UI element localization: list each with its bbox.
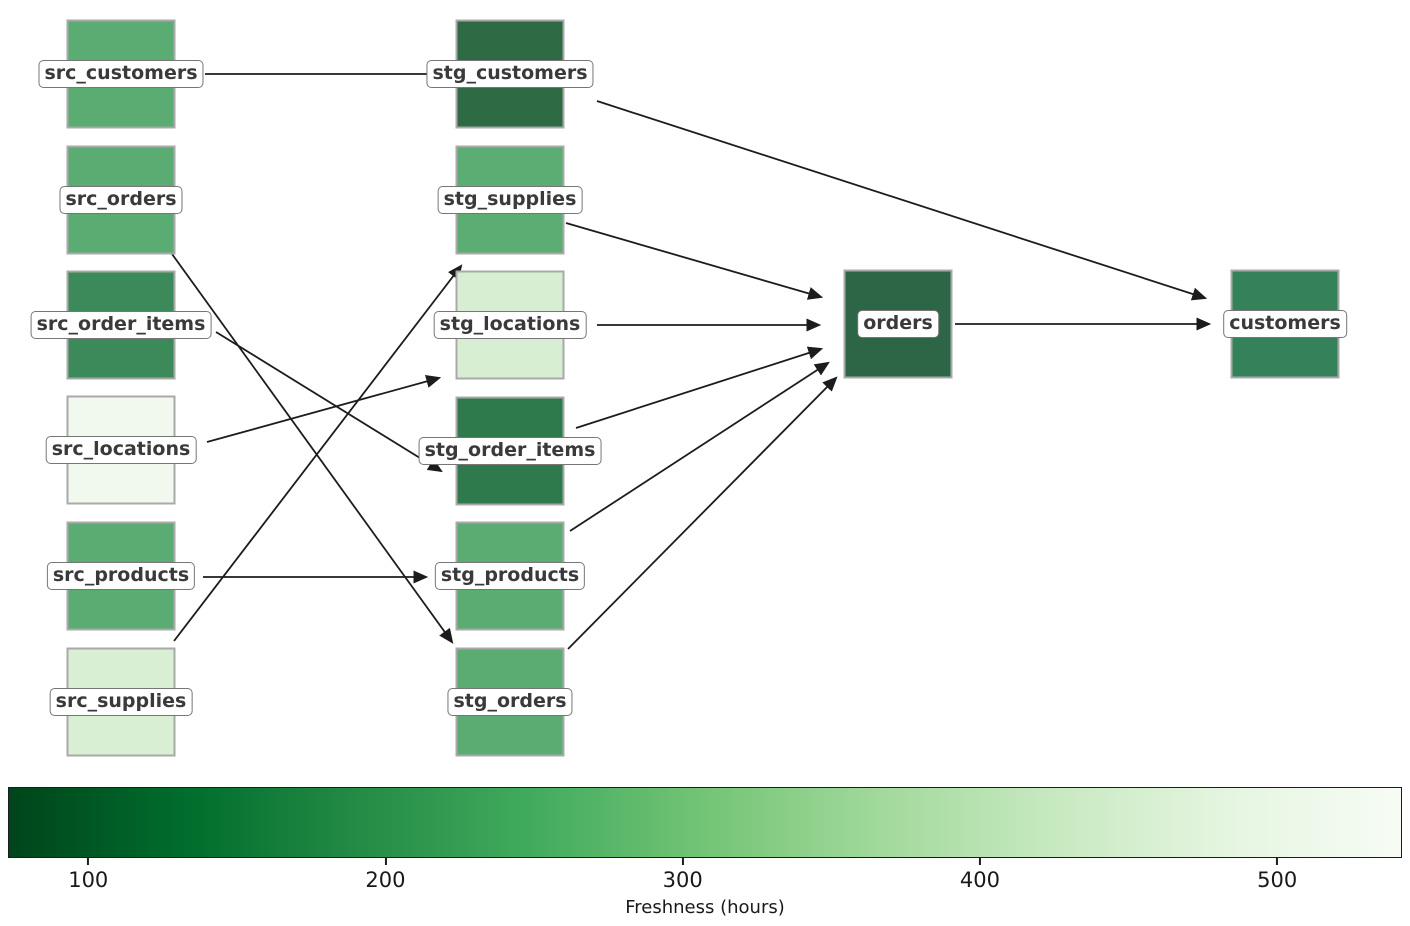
node-label-stg_orders: stg_orders [447, 688, 573, 716]
node-label-src_locations: src_locations [45, 436, 197, 464]
colorbar-axis-label: Freshness (hours) [625, 897, 785, 918]
colorbar-tick-100: 100 [68, 858, 108, 892]
edge-src_order_items-to-stg_order_items [215, 331, 443, 473]
edge-stg_customers-to-customers [596, 100, 1208, 301]
colorbar-tick-500: 500 [1257, 858, 1297, 892]
tick-label: 200 [365, 868, 406, 892]
colorbar-tick-200: 200 [365, 858, 406, 892]
tick-mark [978, 858, 981, 865]
tick-mark [681, 858, 684, 865]
node-label-orders: orders [857, 310, 939, 338]
edge-stg_order_items-to-orders [575, 346, 824, 429]
tick-label: 500 [1257, 868, 1298, 892]
node-label-src_products: src_products [46, 562, 196, 590]
colorbar-tick-400: 400 [960, 858, 1000, 892]
node-label-src_order_items: src_order_items [30, 311, 212, 339]
tick-label: 100 [68, 868, 109, 892]
node-label-src_customers: src_customers [38, 60, 204, 88]
tick-label: 300 [662, 868, 703, 892]
tick-label: 400 [959, 868, 1000, 892]
node-label-stg_order_items: stg_order_items [418, 437, 602, 465]
edge-stg_supplies-to-orders [565, 222, 824, 300]
colorbar-ticks: 100 200 300 400 500 [8, 858, 1402, 894]
node-label-stg_products: stg_products [434, 562, 586, 590]
tick-mark [384, 858, 387, 865]
colorbar-tick-300: 300 [663, 858, 703, 892]
node-label-stg_locations: stg_locations [433, 311, 587, 339]
edge-stg_orders-to-orders [567, 376, 838, 650]
node-label-src_supplies: src_supplies [49, 688, 193, 716]
edge-stg_products-to-orders [569, 361, 830, 532]
colorbar-gradient [8, 787, 1402, 858]
edge-src_supplies-to-stg_supplies [173, 264, 463, 642]
tick-mark [1276, 858, 1279, 865]
edge-src_locations-to-stg_locations [206, 375, 442, 443]
node-label-stg_customers: stg_customers [426, 60, 594, 88]
node-label-customers: customers [1223, 310, 1347, 338]
node-label-src_orders: src_orders [59, 186, 183, 214]
node-label-stg_supplies: stg_supplies [437, 186, 583, 214]
tick-mark [87, 858, 90, 865]
